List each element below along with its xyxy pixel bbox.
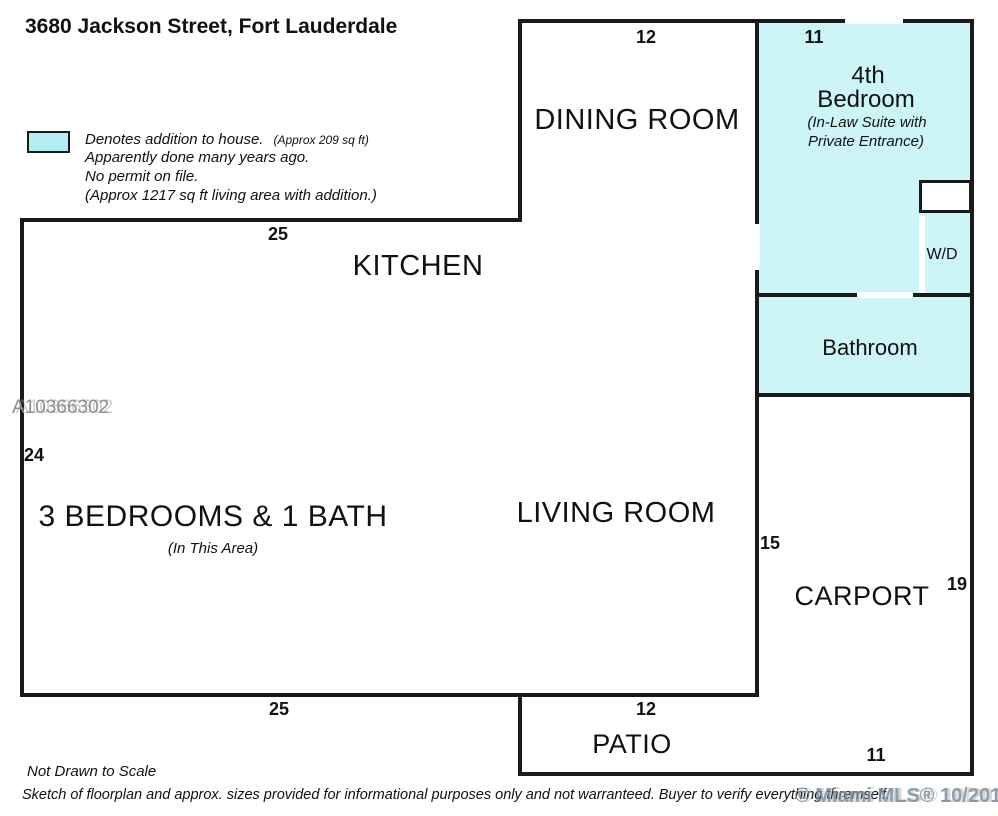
room-label-kitchen: KITCHEN [352, 250, 484, 282]
wall-mid-vertical [755, 19, 759, 697]
dim-patio-width: 12 [635, 699, 657, 719]
footer-not-to-scale: Not Drawn to Scale [27, 763, 157, 780]
gap-bathroom-door [857, 292, 913, 298]
gap-private-entrance [845, 18, 903, 24]
wall-outer-right [970, 19, 974, 776]
wall-bathroom-bottom [757, 393, 972, 397]
room-label-patio: PATIO [592, 729, 672, 759]
room-label-wd: W/D [926, 246, 958, 263]
legend-line-4: (Approx 1217 sq ft living area with addi… [85, 187, 377, 204]
dim-patio-right-width: 11 [866, 745, 886, 765]
watermark-mls-stamp: © Miami MLS® 10/2017 [795, 785, 998, 807]
room-note-bedroom4-line1: (In-Law Suite with [807, 114, 927, 131]
wd-partition [919, 216, 925, 293]
room-label-bedroom4-line2: Bedroom [817, 86, 915, 113]
dim-living-height: 15 [759, 533, 781, 553]
dim-carport-height: 19 [946, 574, 968, 594]
room-label-living: LIVING ROOM [516, 497, 716, 529]
watermark-mls-number: A10366302 [12, 397, 110, 418]
addition-legend-swatch [27, 131, 70, 153]
legend-line-1-text: Denotes addition to house. [85, 131, 264, 148]
footer-disclaimer: Sketch of floorplan and approx. sizes pr… [22, 787, 891, 803]
legend-line-1-note: (Approx 209 sq ft) [273, 133, 369, 147]
dim-kitchen-width: 25 [267, 224, 289, 244]
dim-left-height: 24 [24, 445, 45, 465]
legend-line-3: No permit on file. [85, 168, 199, 185]
wall-patio-bottom [518, 772, 974, 776]
room-note-bedroom4-line2: Private Entrance) [808, 133, 924, 150]
room-label-dining: DINING ROOM [534, 104, 740, 136]
wall-outer-top [518, 19, 974, 23]
room-label-carport: CARPORT [794, 581, 930, 611]
room-label-bedroom4-line1: 4th [851, 62, 885, 89]
room-label-bedrooms-area: 3 BEDROOMS & 1 BATH [38, 500, 388, 533]
gap-bedroom-door [754, 224, 760, 270]
legend-line-1: Denotes addition to house. (Approx 209 s… [85, 131, 369, 148]
closet-box [919, 180, 972, 213]
room-label-bathroom: Bathroom [822, 335, 918, 360]
wall-dining-left [518, 19, 522, 222]
room-note-bedrooms-area: (In This Area) [167, 540, 259, 557]
dim-bedroom4-width: 11 [804, 27, 824, 47]
dim-bottom-width: 25 [268, 699, 290, 719]
dim-dining-width: 12 [635, 27, 657, 47]
wall-patio-left [518, 693, 522, 776]
wall-house-bottom [20, 693, 759, 697]
wall-kitchen-top [20, 218, 522, 222]
wall-outer-left [20, 218, 24, 697]
page-title: 3680 Jackson Street, Fort Lauderdale [25, 15, 398, 38]
legend-line-2: Apparently done many years ago. [85, 149, 310, 166]
